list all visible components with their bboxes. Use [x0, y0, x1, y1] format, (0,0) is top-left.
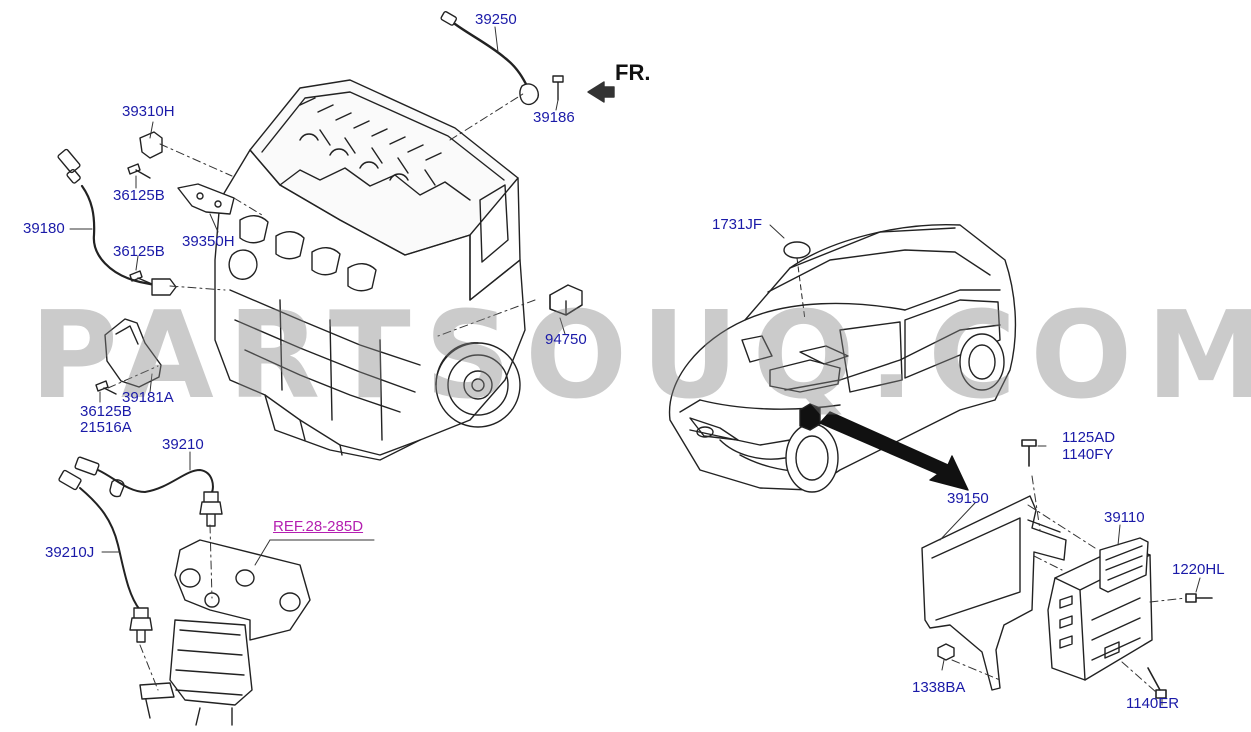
callout-39210j[interactable]: 39210J	[45, 544, 95, 561]
callout-39110[interactable]: 39110	[1104, 509, 1145, 526]
vehicle-illustration	[668, 223, 1017, 493]
exhaust-manifold	[139, 539, 311, 726]
ecu-assembly	[921, 439, 1213, 699]
callout-39150[interactable]: 39150	[947, 490, 989, 507]
callout-1125ad[interactable]: 1125AD	[1062, 429, 1116, 446]
callout-39186[interactable]: 39186	[533, 109, 575, 126]
callout-1220hl[interactable]: 1220HL	[1172, 561, 1225, 578]
callout-39181a[interactable]: 39181A	[122, 389, 174, 406]
engine-assembly	[214, 79, 526, 461]
callout-39210[interactable]: 39210	[162, 436, 204, 453]
leader-lines	[69, 26, 1201, 706]
callout-39350h[interactable]: 39350H	[182, 233, 235, 250]
callout-36125b-upper[interactable]: 36125B	[113, 187, 165, 204]
callout-1338ba[interactable]: 1338BA	[912, 679, 966, 696]
front-direction-label: FR.	[615, 60, 651, 85]
callout-1140fy[interactable]: 1140FY	[1062, 446, 1114, 463]
reference-link-28-285d[interactable]: REF.28-285D	[273, 518, 364, 535]
callout-36125b-middle[interactable]: 36125B	[113, 243, 165, 260]
callout-39180[interactable]: 39180	[23, 220, 65, 237]
sensor-parts-left	[57, 11, 615, 643]
callout-94750[interactable]: 94750	[545, 331, 587, 348]
callout-1140er[interactable]: 1140ER	[1126, 695, 1180, 712]
callout-39310h[interactable]: 39310H	[122, 103, 175, 120]
callout-36125b-lower[interactable]: 36125B	[80, 403, 132, 420]
callout-1731jf[interactable]: 1731JF	[712, 216, 763, 233]
callout-39250[interactable]: 39250	[475, 11, 517, 28]
location-arrow	[819, 411, 969, 491]
callout-21516a[interactable]: 21516A	[80, 419, 132, 436]
